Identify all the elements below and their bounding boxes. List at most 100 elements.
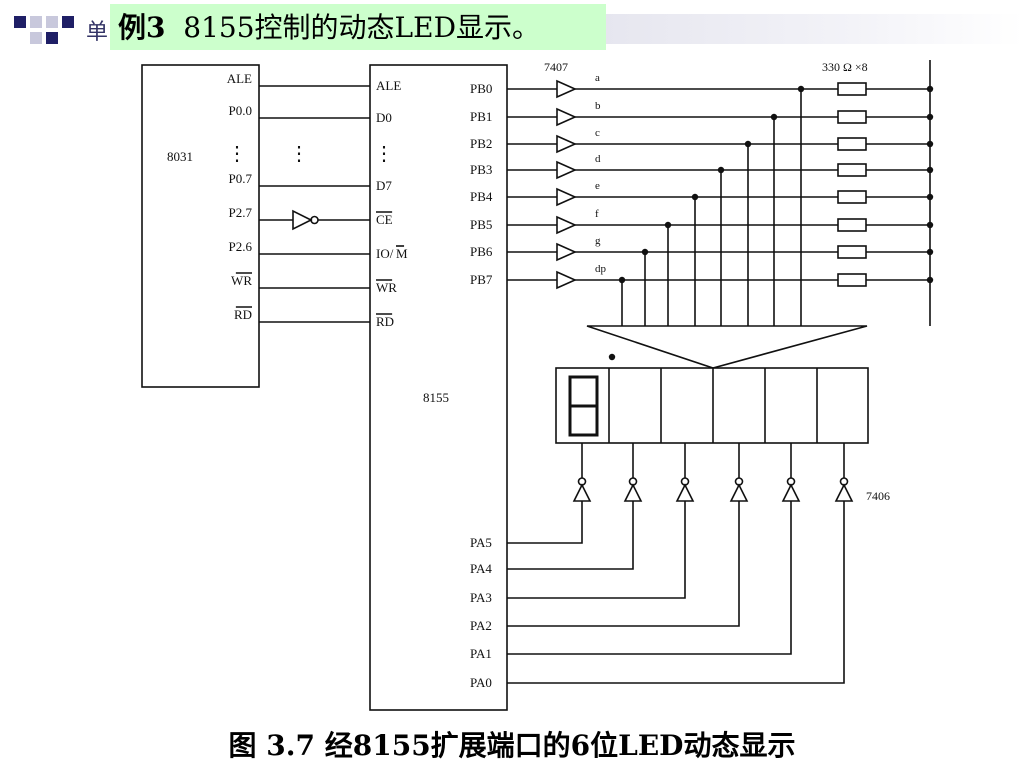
junction-dot	[744, 140, 752, 148]
pb-pin-label: PB0	[470, 81, 492, 96]
resistor	[837, 163, 867, 177]
bullet-square-light	[46, 16, 58, 28]
io-pin-label: M	[396, 246, 408, 261]
pb-pin-label: PB4	[470, 189, 493, 204]
io-chip-8155	[369, 64, 508, 711]
buffer-7407	[556, 270, 577, 290]
io-pin-label: D7	[376, 178, 392, 193]
cpu-pin-label: P2.7	[229, 205, 253, 220]
junction-dot	[608, 353, 616, 361]
pa-wire	[507, 501, 792, 655]
io-pin-label: CE	[376, 212, 393, 227]
junction-dot	[926, 276, 934, 284]
segment-bus-funnel	[586, 325, 868, 369]
driver-7406	[781, 483, 801, 502]
buffer-7407	[556, 134, 577, 154]
cpu-pin-label: WR	[231, 273, 252, 288]
cpu-chip-8031	[141, 64, 260, 388]
segment-label: g	[595, 235, 601, 247]
slide-title: 例3 8155控制的动态LED显示。	[118, 6, 540, 46]
junction-dot	[641, 248, 649, 256]
junction-dot	[717, 166, 725, 174]
title-gradient-band	[600, 14, 1024, 44]
resistor	[837, 190, 867, 204]
junction-dot	[926, 85, 934, 93]
cpu-pin-label: RD	[234, 307, 252, 322]
pb-pin-label: PB7	[470, 272, 493, 287]
cpu-pin-label: P2.6	[229, 239, 253, 254]
title-rest: 8155控制的动态LED显示。	[183, 11, 541, 44]
resistor	[837, 110, 867, 124]
buffer-7407	[556, 215, 577, 235]
figure-caption: 图 3.7 经8155扩展端口的6位LED动态显示	[228, 729, 796, 762]
buffer-7407	[556, 160, 577, 180]
led-display-6-digit	[555, 367, 869, 444]
junction-dot	[770, 113, 778, 121]
driver-7406	[572, 483, 592, 502]
driver-7406	[675, 483, 695, 502]
junction-dot	[926, 140, 934, 148]
pb-pin-label: PB6	[470, 244, 493, 259]
pa-wire	[507, 501, 740, 627]
cpu-pin-label: P0.0	[229, 103, 252, 118]
driver-7406-label: 7406	[866, 489, 890, 503]
cpu-name-label: 8031	[167, 149, 193, 164]
pa-wire	[507, 501, 634, 570]
driver-7407-label: 7407	[544, 60, 568, 74]
pa-pin-label: PA0	[470, 675, 492, 690]
io-pin-label: IO/	[376, 246, 394, 261]
junction-dot	[797, 85, 805, 93]
resistor	[837, 218, 867, 232]
inverter-gate	[292, 209, 313, 231]
pa-pin-label: PA2	[470, 618, 492, 633]
io-chip-name-label: 8155	[423, 390, 449, 405]
bullet-square-dark	[62, 16, 74, 28]
pb-pin-label: PB1	[470, 109, 492, 124]
buffer-7407	[556, 107, 577, 127]
cpu-pin-dots: ⋮	[227, 143, 247, 165]
bullet-square-dark	[14, 16, 26, 28]
cpu-pin-label: ALE	[227, 71, 252, 86]
segment-label: c	[595, 127, 600, 139]
segment-label: d	[595, 153, 601, 165]
io-pin-label: RD	[376, 314, 394, 329]
pa-wire	[507, 501, 686, 599]
segment-label: dp	[595, 263, 607, 275]
junction-dot	[926, 221, 934, 229]
pa-pin-label: PA4	[470, 561, 492, 576]
pa-pin-label: PA3	[470, 590, 492, 605]
io-pin-label: WR	[376, 280, 397, 295]
bullet-square-dark	[46, 32, 58, 44]
junction-dot	[926, 113, 934, 121]
segment-label: f	[595, 208, 599, 220]
io-pin-label: ALE	[376, 78, 401, 93]
bus-dots: ⋮	[289, 143, 309, 165]
junction-dot	[926, 166, 934, 174]
title-highlight-box	[110, 4, 606, 50]
driver-7406	[729, 483, 749, 502]
pa-pin-label: PA1	[470, 646, 492, 661]
resistor	[837, 82, 867, 96]
resistor	[837, 273, 867, 287]
buffer-7407	[556, 242, 577, 262]
junction-dot	[926, 248, 934, 256]
resistor-array-label: 330 Ω ×8	[822, 60, 868, 74]
io-pin-label: D0	[376, 110, 392, 125]
junction-dot	[926, 193, 934, 201]
segment-label: a	[595, 72, 600, 84]
junction-dot	[618, 276, 626, 284]
pb-pin-label: PB3	[470, 162, 492, 177]
driver-7406	[623, 483, 643, 502]
resistor	[837, 245, 867, 259]
io-pin-dots: ⋮	[374, 143, 394, 165]
buffer-7407	[556, 79, 577, 99]
bullet-square-light	[30, 16, 42, 28]
driver-7406	[834, 483, 854, 502]
pb-pin-label: PB2	[470, 136, 492, 151]
cpu-pin-label: P0.7	[229, 171, 253, 186]
pb-pin-label: PB5	[470, 217, 492, 232]
title-bold: 例3	[118, 11, 166, 44]
pa-wire	[507, 501, 583, 544]
segment-label: e	[595, 180, 600, 192]
